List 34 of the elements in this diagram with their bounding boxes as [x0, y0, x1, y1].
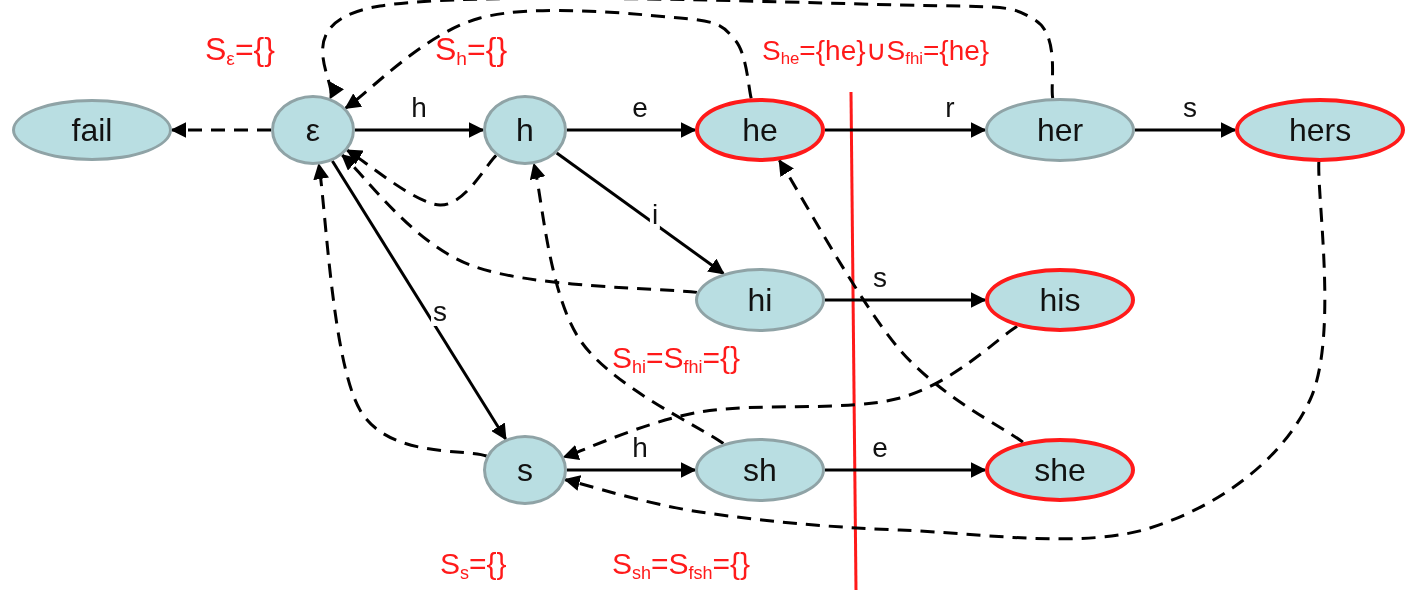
- dashed-arrow: [562, 325, 1018, 460]
- arrow: [1135, 122, 1237, 138]
- output-set-label: S$_{hi}$=S$_{fhi}$={}: [612, 340, 741, 379]
- state-ellipse: sh: [695, 438, 825, 502]
- arrow: [567, 462, 697, 478]
- output-state-ellipse: he: [695, 98, 825, 162]
- arrow: [555, 151, 725, 275]
- output-state-ellipse: hers: [1235, 98, 1405, 162]
- output-set-label: S$_{sh}$=S$_{fsh}$={}: [612, 546, 751, 585]
- dashed-arrow: [170, 122, 271, 138]
- arrow: [567, 122, 697, 138]
- state-ellipse: fail: [12, 99, 172, 161]
- output-set-label: S$_{s}$={}: [440, 546, 507, 585]
- arrow: [331, 160, 507, 441]
- dashed-arrow: [341, 154, 697, 294]
- state-ellipse: ε: [271, 95, 355, 165]
- arrow: [825, 122, 987, 138]
- edge-label: i: [649, 201, 661, 229]
- output-set-label: S$_{ε}$={}: [205, 30, 275, 70]
- dashed-arrow: [344, 9, 753, 110]
- dashed-arrow: [312, 163, 487, 458]
- dashed-arrow: [321, 0, 1055, 100]
- state-ellipse: h: [483, 95, 567, 165]
- arrow: [825, 292, 987, 308]
- state-ellipse: s: [483, 435, 567, 505]
- output-set-label: S$_{he}$={he}∪S$_{fhi}$={he}: [762, 34, 990, 70]
- state-ellipse: hi: [695, 268, 825, 332]
- state-ellipse: her: [985, 98, 1135, 162]
- dashed-arrow: [345, 149, 498, 207]
- output-state-ellipse: his: [985, 268, 1135, 332]
- arrow: [355, 122, 485, 138]
- output-set-label: S$_{h}$={}: [435, 30, 508, 70]
- output-state-ellipse: she: [985, 438, 1135, 502]
- arrow: [825, 462, 987, 478]
